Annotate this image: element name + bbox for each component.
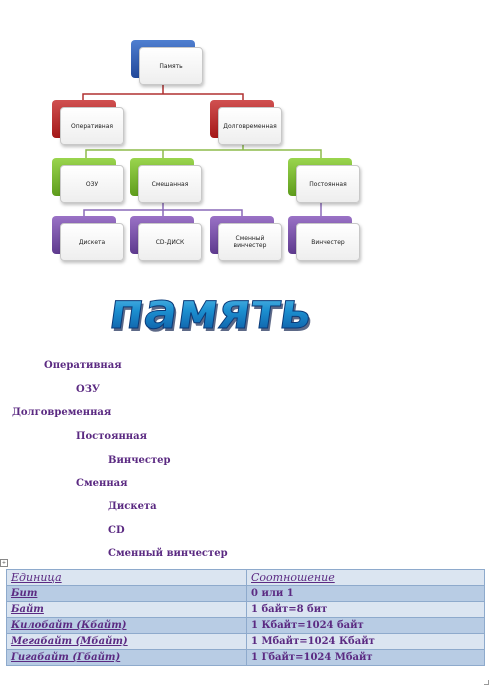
node-operative-label: Оперативная (60, 107, 124, 145)
outline-item: Постоянная (76, 431, 147, 442)
ratio-cell: 1 Мбайт=1024 Кбайт (246, 633, 485, 650)
ratio-cell: 0 или 1 (246, 585, 485, 602)
node-longterm-label: Долговременная (218, 107, 282, 145)
table-header-row: Единица Соотношение (6, 569, 485, 586)
outline-item: Оперативная (44, 360, 122, 371)
units-table: Единица Соотношение Бит 0 или 1 Байт 1 б… (6, 569, 485, 666)
outline-item: Дискета (108, 501, 157, 512)
memory-hierarchy-diagram: Память Оперативная Долговременная ОЗУ См… (0, 0, 489, 290)
table-row: Байт 1 байт=8 бит (6, 601, 485, 618)
unit-link[interactable]: Бит (6, 585, 247, 602)
node-floppy-label: Дискета (60, 223, 124, 261)
connector-root (82, 80, 244, 102)
table-header-cell: Соотношение (246, 569, 485, 586)
unit-link[interactable]: Гигабайт (Гбайт) (6, 649, 247, 666)
wordart-text: память (106, 288, 316, 338)
unit-link[interactable]: Килобайт (Кбайт) (6, 617, 247, 634)
outline-item: ОЗУ (76, 384, 101, 395)
ratio-cell: 1 Гбайт=1024 Мбайт (246, 649, 485, 666)
table-move-handle-icon[interactable]: + (0, 559, 8, 567)
table-header-cell: Единица (6, 569, 247, 586)
table-row: Гигабайт (Гбайт) 1 Гбайт=1024 Мбайт (6, 649, 485, 666)
table-row: Мегабайт (Мбайт) 1 Мбайт=1024 Кбайт (6, 633, 485, 650)
ratio-cell: 1 байт=8 бит (246, 601, 485, 618)
wordart-title: память память (105, 288, 318, 338)
unit-link[interactable]: Мегабайт (Мбайт) (6, 633, 247, 650)
table-row: Килобайт (Кбайт) 1 Кбайт=1024 байт (6, 617, 485, 634)
node-ram-label: ОЗУ (60, 165, 124, 203)
diagram-connectors (82, 80, 322, 218)
node-root-label: Память (139, 47, 203, 85)
connector-level1 (85, 142, 322, 160)
table-resize-handle-icon[interactable] (484, 680, 489, 685)
outline-item: Сменный винчестер (108, 548, 228, 559)
wordart-shadow: память (108, 288, 318, 338)
table-row: Бит 0 или 1 (6, 585, 485, 602)
node-cd-label: CD-ДИСК (138, 223, 202, 261)
outline-item: CD (108, 525, 125, 536)
node-permanent-label: Постоянная (296, 165, 360, 203)
node-mixed-label: Смешанная (138, 165, 202, 203)
node-hdd-label: Винчестер (296, 223, 360, 261)
outline-item: Сменная (76, 478, 128, 489)
unit-link[interactable]: Байт (6, 601, 247, 618)
node-removable-hdd-label: Сменный винчестер (218, 223, 282, 261)
ratio-cell: 1 Кбайт=1024 байт (246, 617, 485, 634)
outline-item: Долговременная (12, 407, 112, 418)
outline-item: Винчестер (108, 455, 171, 466)
